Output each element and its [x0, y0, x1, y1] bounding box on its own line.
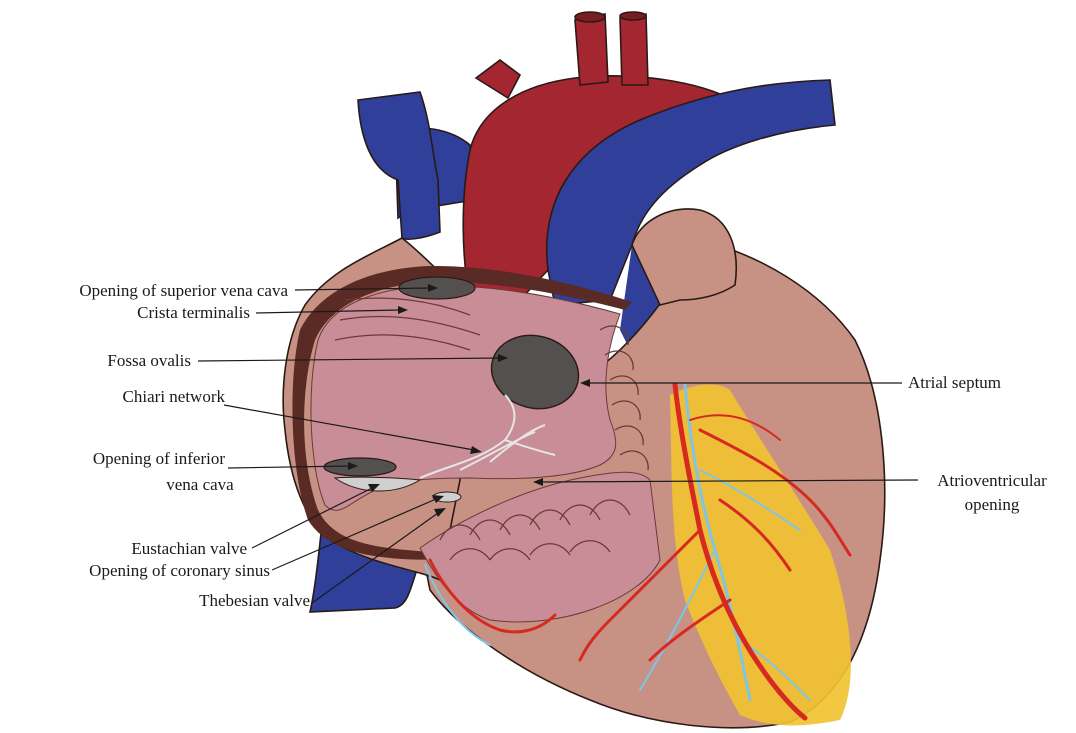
subclavian-opening: [620, 12, 646, 20]
label-ivc-opening-2: vena cava: [166, 475, 234, 494]
left-common-carotid: [575, 14, 608, 85]
label-svc-opening: Opening of superior vena cava: [79, 281, 288, 300]
left-subclavian: [620, 14, 648, 85]
label-thebesian-valve: Thebesian valve: [199, 591, 310, 610]
label-fossa-ovalis: Fossa ovalis: [107, 351, 191, 370]
carotid-opening: [575, 12, 605, 22]
label-crista-terminalis: Crista terminalis: [137, 303, 250, 322]
brachiocephalic-trunk: [476, 60, 520, 98]
label-av-opening-2: opening: [965, 495, 1020, 514]
ivc-opening: [324, 458, 396, 476]
label-eustachian-valve: Eustachian valve: [131, 539, 247, 558]
label-coronary-sinus-opening: Opening of coronary sinus: [89, 561, 270, 580]
label-av-opening-1: Atrioventricular: [937, 471, 1047, 490]
label-atrial-septum: Atrial septum: [908, 373, 1001, 392]
label-ivc-opening-1: Opening of inferior: [93, 449, 226, 468]
label-chiari-network: Chiari network: [123, 387, 226, 406]
